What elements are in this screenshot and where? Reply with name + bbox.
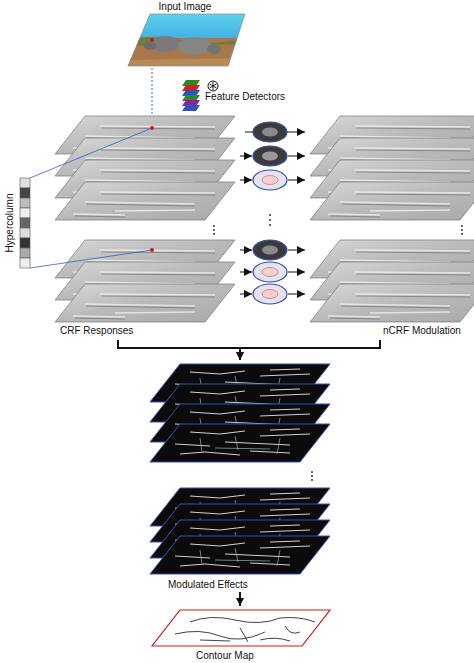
- ncrf-operator: [253, 170, 287, 190]
- crf-center: [262, 290, 278, 299]
- effects-stack: Modulated Effects: [140, 360, 340, 592]
- detector-panel: Feature Detectors: [178, 76, 298, 114]
- input-photo: [120, 10, 250, 70]
- ellipsis-dots: [213, 225, 215, 235]
- flow-connector: [245, 132, 305, 133]
- crf-center: [262, 176, 278, 185]
- node-caption: Modulated Effects: [168, 579, 248, 591]
- ncrf-operator: [253, 284, 287, 304]
- row-arrows: [240, 156, 305, 294]
- crf-center: [262, 128, 278, 137]
- ncrf-operator: [253, 122, 287, 142]
- flow-connector: [239, 592, 241, 606]
- effect-layer: [150, 536, 330, 574]
- node-caption: Contour Map: [196, 650, 254, 662]
- convolution-symbol: [208, 81, 218, 91]
- contour-map-panel: Contour Map: [140, 606, 340, 663]
- hypercolumn-leader: [30, 128, 152, 178]
- hypercolumn-bar: [20, 178, 30, 268]
- node-caption: Input Image: [125, 1, 245, 13]
- ellipsis-dots: [461, 225, 463, 235]
- crf-center: [262, 268, 278, 277]
- input-image-panel: Input Image: [125, 0, 245, 68]
- image-frame: [128, 14, 245, 66]
- ncrf-layer: [310, 182, 474, 220]
- crf-center: [262, 152, 278, 161]
- ncrf-layer: [310, 284, 474, 322]
- ncrf-operator: [253, 240, 287, 260]
- ncrf-operator: [253, 146, 287, 166]
- ellipsis-dots: [311, 471, 313, 481]
- crf-center: [262, 246, 278, 255]
- node-caption: nCRF Modulation: [383, 325, 461, 337]
- crf-layer: [55, 284, 235, 322]
- ncrf-stack: nCRF Modulation: [305, 112, 465, 340]
- flow-connector: [152, 68, 153, 112]
- flow-connector: [240, 340, 380, 360]
- effect-layer: [150, 424, 330, 462]
- detector-icons: [182, 80, 200, 111]
- node-caption: Feature Detectors: [205, 91, 285, 103]
- crf-layer: [55, 182, 235, 220]
- node-caption: CRF Responses: [60, 325, 133, 337]
- hypercolumn-label: Hypercolumn: [4, 183, 16, 263]
- hypercolumn-leader: [30, 250, 152, 268]
- pixel-dot: [150, 38, 154, 42]
- crf-stack: CRF Responses: [48, 112, 245, 340]
- flow-connector: [118, 340, 240, 360]
- ncrf-operator: [253, 262, 287, 282]
- contour-map-image: [152, 610, 330, 646]
